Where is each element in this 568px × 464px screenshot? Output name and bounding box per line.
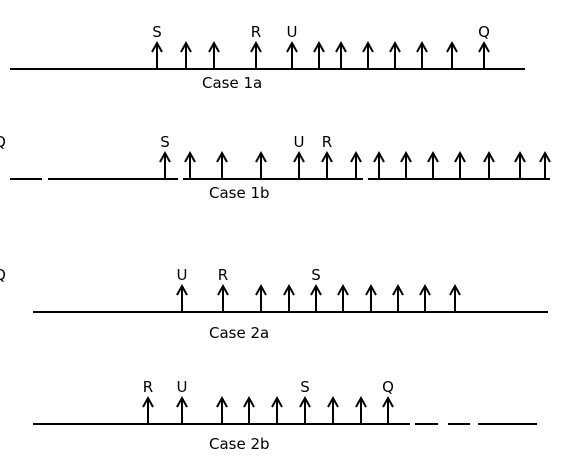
up-arrow-icon [539,150,551,179]
up-arrow-icon [419,283,431,312]
case-caption: Case 1a [202,74,262,92]
up-arrow-icon [373,150,385,179]
up-arrow-icon [159,150,171,179]
up-arrow-icon [514,150,526,179]
up-arrow-icon [142,395,154,424]
up-arrow-icon [321,150,333,179]
up-arrow-icon [208,40,220,69]
up-arrow-icon [478,40,490,69]
up-arrow-icon [286,40,298,69]
case-panel: R U S Q Case 2b [33,378,537,453]
up-arrow-icon [151,40,163,69]
arrow-label: Q [478,23,490,41]
up-arrow-icon [271,395,283,424]
up-arrow-icon [449,283,461,312]
up-arrow-icon [454,150,466,179]
up-arrow-icon [446,40,458,69]
up-arrow-icon [416,40,428,69]
up-arrow-icon [283,283,295,312]
up-arrow-icon [255,283,267,312]
up-arrow-icon [427,150,439,179]
arrow-label: S [311,266,321,284]
up-arrow-icon [180,40,192,69]
up-arrow-icon [176,395,188,424]
arrow-label: U [294,133,305,151]
up-arrow-icon [483,150,495,179]
arrow-label: U [177,378,188,396]
arrow-label: R [322,133,332,151]
up-arrow-icon [299,395,311,424]
up-arrow-icon [293,150,305,179]
up-arrow-icon [337,283,349,312]
up-arrow-icon [250,40,262,69]
up-arrow-icon [216,395,228,424]
up-arrow-icon [313,40,325,69]
up-arrow-icon [310,283,322,312]
arrow-label: U [287,23,298,41]
up-arrow-icon [176,283,188,312]
arrow-label: R [251,23,261,41]
case-caption: Case 1b [209,184,270,202]
up-arrow-icon [392,283,404,312]
arrow-label: Q [0,266,6,284]
case-caption: Case 2a [209,324,269,342]
case-panel: S R U Q Case 1a [10,23,525,92]
case-caption: Case 2b [209,435,270,453]
up-arrow-icon [365,283,377,312]
up-arrow-icon [362,40,374,69]
up-arrow-icon [184,150,196,179]
case-panel: S UR Q Case 1b [0,133,551,202]
up-arrow-icon [243,395,255,424]
up-arrow-icon [217,283,229,312]
up-arrow-icon [382,395,394,424]
up-arrow-icon [255,150,267,179]
arrow-label: R [143,378,153,396]
arrow-label: U [177,266,188,284]
up-arrow-icon [355,395,367,424]
arrow-label: S [160,133,170,151]
arrow-label: S [300,378,310,396]
up-arrow-icon [327,395,339,424]
arrow-label: S [152,23,162,41]
arrow-label: Q [0,133,6,151]
up-arrow-icon [335,40,347,69]
up-arrow-icon [400,150,412,179]
up-arrow-icon [216,150,228,179]
arrow-label: Q [382,378,394,396]
up-arrow-icon [389,40,401,69]
arrow-label: R [218,266,228,284]
up-arrow-icon [350,150,362,179]
case-panel: U R S Q Case 2a [0,266,548,342]
